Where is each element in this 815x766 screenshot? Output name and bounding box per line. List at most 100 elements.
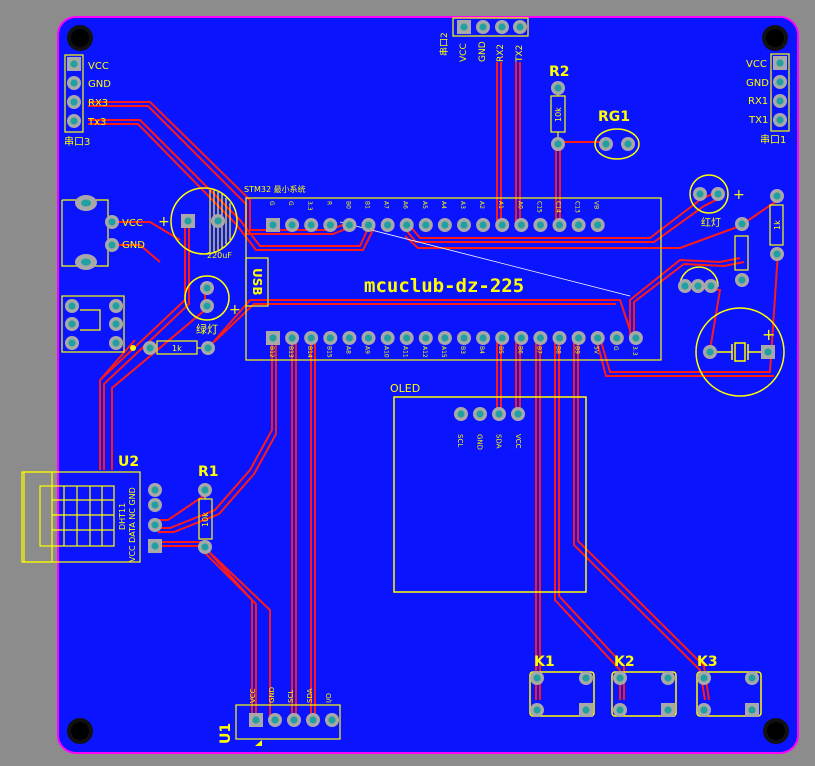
res-1k-pad xyxy=(143,341,157,355)
mcu-bottom-pin-label-3: B15 xyxy=(325,346,332,358)
key-pad xyxy=(745,671,759,685)
copper-traces xyxy=(88,62,779,719)
uart3-tx-label: Tx3 xyxy=(87,117,106,128)
mcu-bottom-pad xyxy=(628,331,643,345)
mcu-bottom-pin-label-0: B12 xyxy=(268,346,275,358)
key-pad xyxy=(530,671,544,685)
mcu-bottom-pad xyxy=(476,331,491,345)
mcu-top-pin-label-10: A3 xyxy=(459,201,466,209)
pads xyxy=(65,20,787,727)
u1-pad xyxy=(287,713,301,727)
r1-label: R1 xyxy=(198,464,219,480)
mcu-top-pin-label-15: C14 xyxy=(555,201,562,213)
u2-pad xyxy=(148,498,162,512)
mcu-top-pad xyxy=(590,218,605,232)
mcu-bottom-pad xyxy=(418,331,433,345)
uart1-gnd-label: GND xyxy=(746,78,769,89)
green-led-label: 绿灯 xyxy=(196,322,218,336)
switch-pad xyxy=(109,336,123,350)
u1-pad xyxy=(249,713,263,727)
green-led-plus: + xyxy=(229,302,241,318)
mcu-bottom-pad xyxy=(304,331,319,345)
k1-label: K1 xyxy=(534,654,555,670)
mcu-bottom-pin-label-12: B5 xyxy=(497,346,504,354)
pin1-dot xyxy=(130,345,136,351)
red-led-outline xyxy=(689,174,729,214)
r2-pad xyxy=(551,81,565,95)
mcu-bottom-pin-label-14: B7 xyxy=(535,346,542,354)
mcu-top-pin-label-9: A4 xyxy=(440,201,447,209)
mcu-top-pin-label-1: G xyxy=(287,201,294,206)
mcu-bottom-pad xyxy=(285,331,300,345)
res-pad xyxy=(735,273,749,287)
red-led-pad xyxy=(711,187,725,201)
mcu-bottom-pad xyxy=(266,331,280,345)
u1-pin-label-4: I/O xyxy=(325,693,333,703)
cap-pad xyxy=(181,214,195,228)
oled-pad xyxy=(511,407,525,421)
key-pad xyxy=(661,703,675,717)
uart1-pad xyxy=(773,94,787,108)
power-gnd-label: GND xyxy=(122,240,145,251)
key-pad xyxy=(579,703,593,717)
uart3-vcc-label: VCC xyxy=(88,61,109,72)
mcu-top-pad xyxy=(495,218,510,232)
mcu-top-pin-label-13: A0 xyxy=(516,201,523,209)
mcu-bottom-pin-label-18: G xyxy=(612,346,619,351)
oled-pin-label-0: SCL xyxy=(456,434,464,447)
u2-pad xyxy=(148,518,162,532)
mcu-top-pin-label-16: C13 xyxy=(574,201,581,213)
mcu-top-pad xyxy=(266,218,280,232)
mounting-holes xyxy=(67,25,789,744)
mcu-bottom-pin-label-11: B4 xyxy=(478,346,485,354)
mcu-bottom-pin-label-1: B13 xyxy=(287,346,294,358)
uart3-outline xyxy=(64,54,84,133)
mcu-top-pad xyxy=(533,218,548,232)
u1-pad xyxy=(325,713,339,727)
green-led-outline xyxy=(184,275,230,321)
oled-pad xyxy=(454,407,468,421)
cap-value-label: 220uF xyxy=(207,251,232,260)
mcu-top-pin-label-7: A6 xyxy=(402,201,409,209)
u1-pad xyxy=(268,713,282,727)
key-pad xyxy=(697,703,711,717)
uart2-pad xyxy=(457,20,471,34)
red-led-plus: + xyxy=(733,187,745,203)
uart2-ref: 串口2 xyxy=(439,32,450,56)
mcu-guide-line xyxy=(339,221,631,297)
uart2-labels: VCC GND RX2 TX2 串口2 xyxy=(439,32,525,63)
uart2-pad xyxy=(476,20,490,34)
uart2-pad xyxy=(513,20,527,34)
transistor-pad xyxy=(691,279,705,293)
oled-pin-label-3: VCC xyxy=(514,434,522,449)
r2-value: 10k xyxy=(554,107,563,122)
r1-value: 10k xyxy=(201,512,210,527)
rg1-outline xyxy=(594,128,640,160)
buzzer-pad xyxy=(703,345,717,359)
switch-pad xyxy=(109,299,123,313)
res-pad xyxy=(735,217,749,231)
mcu-bottom-pad xyxy=(437,331,452,345)
mcu-top-pin-label-14: C15 xyxy=(535,201,542,213)
r2-pad xyxy=(551,137,565,151)
mcu-bottom-pad xyxy=(495,331,510,345)
cap-plus-label: + xyxy=(158,214,170,230)
r1-pad xyxy=(198,483,212,497)
switch-pad xyxy=(109,317,123,331)
mcu-top-pin-label-0: G xyxy=(268,201,275,206)
switch-pad xyxy=(65,336,79,350)
key-outlines xyxy=(529,671,762,717)
switch-pad xyxy=(65,299,79,313)
mcu-top-pin-label-8: A5 xyxy=(421,201,428,209)
uart1-ref: 串口1 xyxy=(760,134,786,146)
rg1-label: RG1 xyxy=(598,109,630,125)
mcu-bottom-pin-label-7: A11 xyxy=(402,346,409,358)
u1-pad xyxy=(306,713,320,727)
res-1k-pad xyxy=(201,341,215,355)
mcu-top-pad xyxy=(285,218,300,232)
u2-name: DHT11 xyxy=(118,503,127,530)
dht11-outline xyxy=(21,471,141,563)
mcu-top-pad xyxy=(514,218,529,232)
